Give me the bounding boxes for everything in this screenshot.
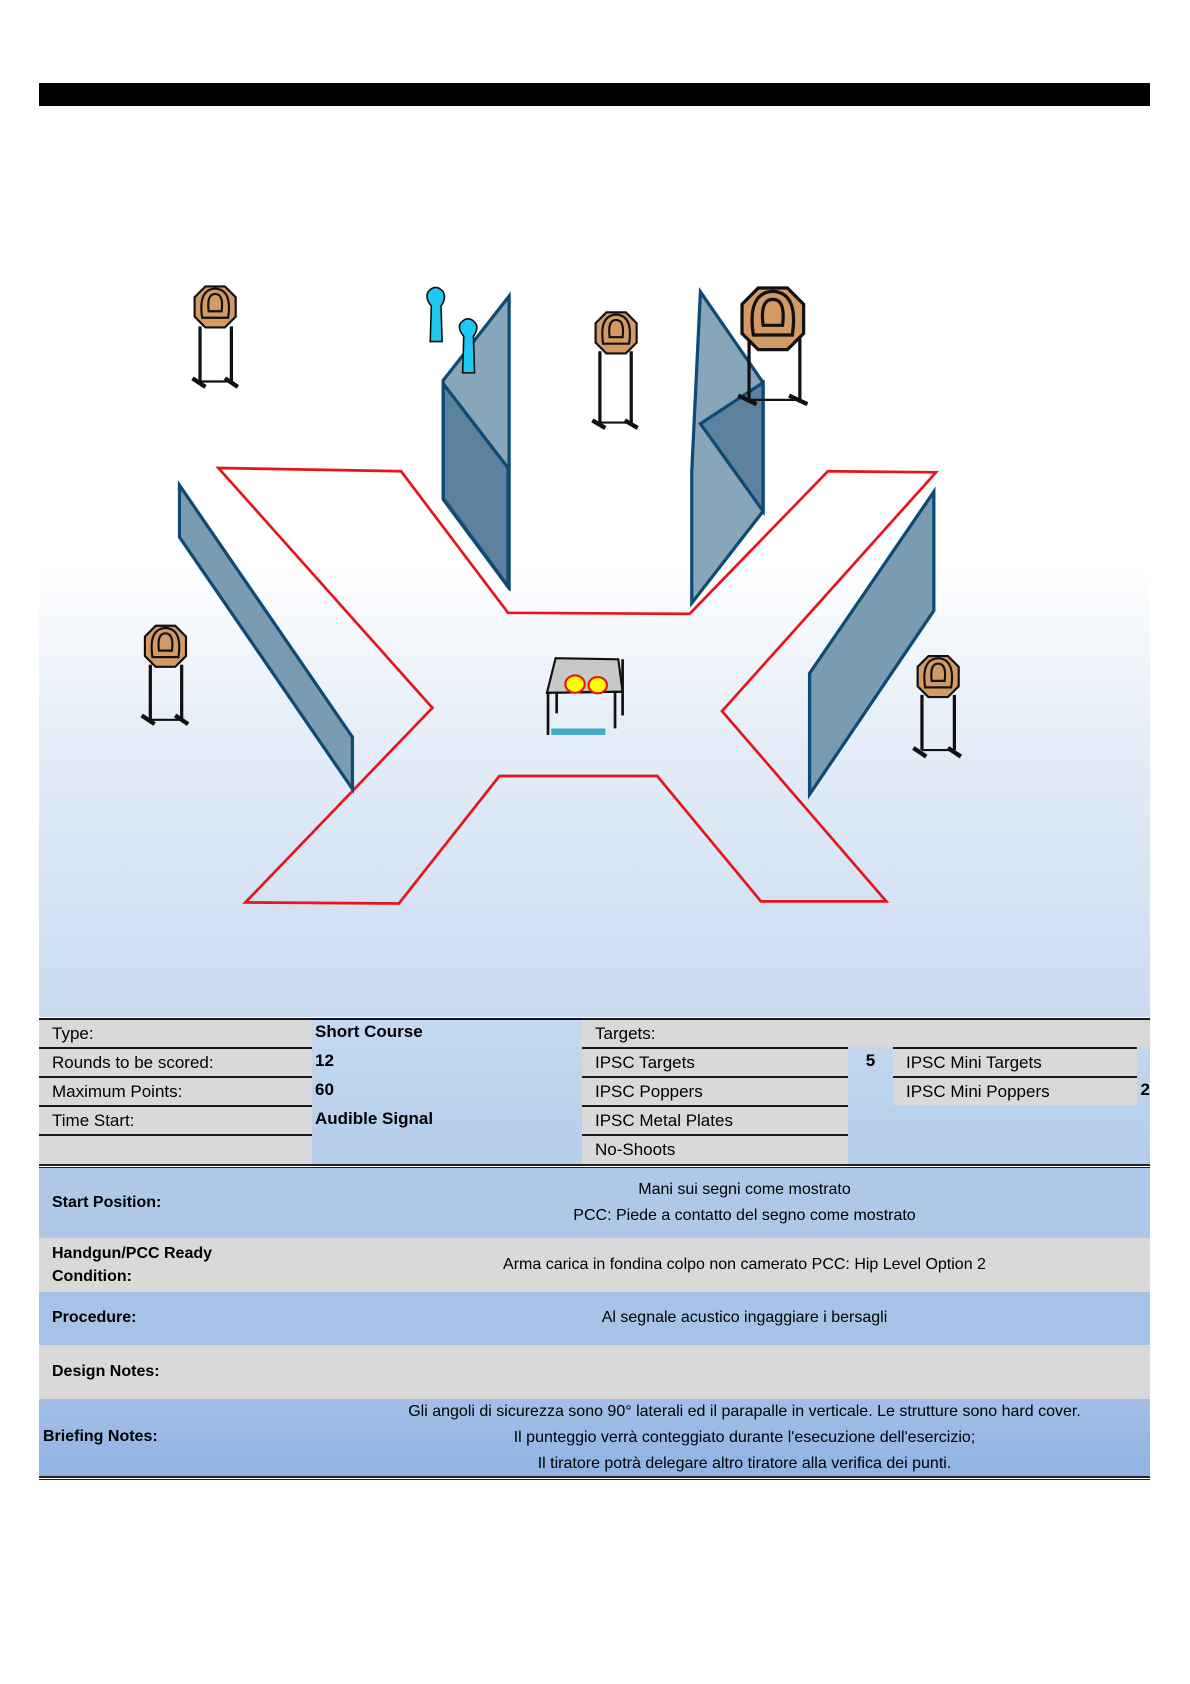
time-start-value: Audible Signal	[315, 1109, 434, 1128]
wall-center-left-b	[441, 378, 510, 592]
summary-table: Type: Short Course Rounds to be scored: …	[39, 1018, 1150, 1164]
target-type-ipsc-mini-poppers: IPSC Mini Poppers	[893, 1076, 1137, 1105]
ready-condition-row: Handgun/PCC Ready Condition: Arma carica…	[39, 1238, 1150, 1292]
start-position-line2: PCC: Piede a contatto del segno come mos…	[573, 1207, 916, 1224]
start-table	[545, 657, 624, 735]
rounds-label: Rounds to be scored:	[39, 1047, 312, 1076]
procedure-label: Procedure:	[52, 1309, 137, 1326]
start-mark	[551, 728, 606, 735]
wall-left-long	[177, 480, 355, 795]
mini-popper-on-table-2	[587, 676, 609, 695]
ipsc-target-5	[912, 654, 963, 759]
mini-popper-2	[458, 318, 478, 374]
header-bar	[39, 83, 1150, 106]
bottom-divider	[39, 1476, 1150, 1480]
rounds-value: 12	[315, 1051, 334, 1070]
design-notes-row: Design Notes:	[39, 1345, 1150, 1399]
briefing-line3: Il tiratore potrà delegare altro tirator…	[537, 1455, 952, 1472]
stage-diagram-svg	[140, 285, 963, 905]
mini-popper-1	[426, 286, 446, 343]
ready-condition-label-line1: Handgun/PCC Ready	[52, 1245, 213, 1262]
target-type-ipsc-poppers: IPSC Poppers	[582, 1076, 848, 1105]
stage-diagram	[39, 107, 1150, 1017]
procedure-row: Procedure: Al segnale acustico ingaggiar…	[39, 1292, 1150, 1345]
target-type-ipsc-metal-plates: IPSC Metal Plates	[582, 1105, 848, 1134]
start-position-label: Start Position:	[52, 1194, 162, 1211]
briefing-line1: Gli angoli di sicurezza sono 90° lateral…	[408, 1403, 1081, 1420]
target-type-ipsc-mini-targets: IPSC Mini Targets	[893, 1047, 1137, 1076]
ipsc-target-4	[140, 624, 190, 726]
target-type-ipsc-targets: IPSC Targets	[582, 1047, 848, 1076]
target-count-ipsc-targets: 5	[865, 1051, 876, 1070]
empty-label-cell	[39, 1134, 312, 1164]
mini-popper-on-table-1	[564, 674, 586, 694]
start-position-row: Start Position: Mani sui segni come most…	[39, 1168, 1150, 1238]
fault-line-top-left	[215, 466, 940, 905]
divider	[39, 1164, 1150, 1168]
time-start-label: Time Start:	[39, 1105, 312, 1134]
briefing-notes-label: Briefing Notes:	[43, 1428, 158, 1445]
procedure-value: Al segnale acustico ingaggiare i bersagl…	[601, 1309, 888, 1326]
max-points-label: Maximum Points:	[39, 1076, 312, 1105]
design-notes-label: Design Notes:	[52, 1363, 160, 1380]
start-position-line1: Mani sui segni come mostrato	[638, 1181, 851, 1198]
max-points-value: 60	[315, 1080, 334, 1099]
type-label: Type:	[39, 1018, 312, 1047]
wall-right-long	[807, 486, 936, 800]
ipsc-target-1	[191, 285, 240, 389]
type-value: Short Course	[315, 1022, 423, 1041]
ready-condition-label-line2: Condition:	[52, 1268, 132, 1285]
ipsc-target-2	[591, 311, 639, 430]
targets-label: Targets:	[582, 1018, 1150, 1047]
ipsc-target-3	[737, 286, 809, 407]
target-count-ipsc-mini-poppers: 2	[1140, 1080, 1150, 1099]
briefing-notes-row: Briefing Notes: Gli angoli di sicurezza …	[39, 1399, 1150, 1476]
target-type-no-shoots: No-Shoots	[582, 1134, 848, 1164]
briefing-line2: Il punteggio verrà conteggiato durante l…	[513, 1429, 976, 1446]
wall-center-right-b	[698, 379, 765, 517]
ready-condition-value: Arma carica in fondina colpo non camerat…	[503, 1256, 986, 1273]
